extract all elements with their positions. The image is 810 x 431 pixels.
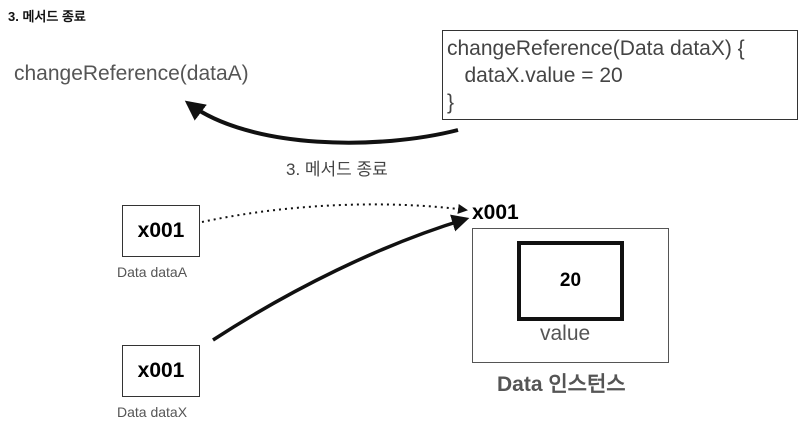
dataA-label: Data dataA [117, 264, 188, 280]
dataX-reference-box: x001 [122, 345, 200, 397]
return-arrow-label: 3. 메서드 종료 [286, 160, 388, 179]
return-arrow [184, 100, 459, 145]
dataX-label: Data dataX [117, 404, 188, 420]
dataX-reference-arrow [212, 214, 470, 342]
instance-address: x001 [472, 201, 519, 224]
data-instance-box [472, 228, 669, 363]
value-field-box: 20 [517, 241, 624, 321]
code-line: dataX.value = 20 [447, 64, 623, 87]
instance-caption: Data 인스턴스 [497, 373, 626, 396]
caller-call-text: changeReference(dataA) [14, 62, 249, 85]
code-line: } [447, 91, 455, 114]
dataA-reference-arrow [201, 203, 468, 223]
page-title: 3. 메서드 종료 [8, 9, 86, 24]
value-field-label: value [540, 322, 591, 345]
method-code-box: changeReference(Data dataX) { dataX.valu… [442, 30, 798, 120]
dataA-reference-box: x001 [122, 205, 200, 257]
code-line: changeReference(Data dataX) { [447, 37, 745, 60]
